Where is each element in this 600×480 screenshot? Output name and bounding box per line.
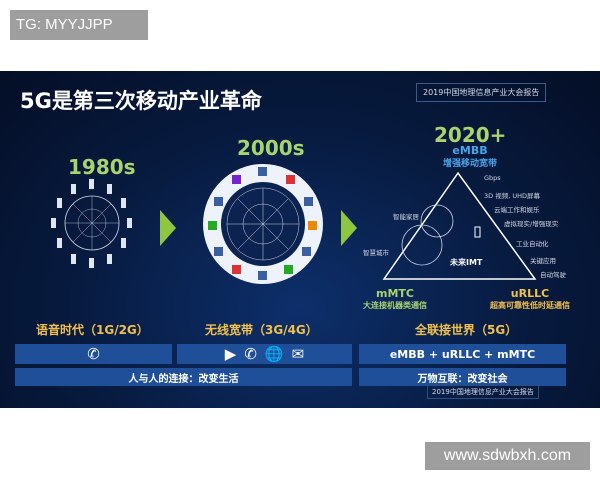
overlay-label: TG: MYYJJPP	[10, 10, 148, 40]
urllc-label: uRLLC	[510, 287, 550, 300]
bottom-right-bar: 万物互联：改变社会	[359, 368, 566, 386]
embb-label: eMBB	[452, 144, 488, 157]
label-critical: 关键应用	[530, 257, 556, 265]
slide: 5G是第三次移动产业革命 2019中国地理信息产业大会报告 1980s 2000…	[0, 71, 600, 408]
mmtc-desc: 大连接机器类通信	[363, 301, 427, 310]
generation-5g: 全联接世界（5G）	[415, 323, 518, 337]
apps-circle-graphic	[203, 164, 323, 284]
label-industry: 工业自动化	[516, 240, 549, 248]
bottom-left-text: 人与人的连接：改变生活	[128, 373, 239, 385]
label-driving: 自动驾驶	[540, 271, 566, 279]
broadband-bar: ▶ ✆ 🌐 ✉	[177, 344, 352, 364]
era-2000s: 2000s	[237, 136, 305, 160]
phone-icon: ✆	[87, 345, 100, 363]
mmtc-label: mMTC	[376, 287, 414, 300]
watermark: www.sdwbxh.com	[425, 442, 590, 470]
era-1980s: 1980s	[68, 155, 136, 179]
generation-1g2g: 语音时代（1G/2G）	[36, 323, 149, 337]
generation-3g4g: 无线宽带（3G/4G）	[205, 323, 318, 337]
5g-bar: eMBB + uRLLC + mMTC	[359, 344, 566, 364]
triangle-graphic	[382, 171, 537, 280]
footer-source: 2019中国地理信息产业大会报告	[427, 385, 539, 399]
arrow-right-icon	[341, 210, 357, 246]
phone-icon: ✆	[244, 345, 257, 363]
bottom-right-text: 万物互联：改变社会	[417, 373, 508, 385]
voice-bar: ✆	[15, 344, 172, 364]
label-video: 3D 视频, UHD屏幕	[484, 192, 540, 200]
phones-circle-graphic	[51, 179, 132, 268]
label-gbps: Gbps	[484, 174, 501, 182]
mail-icon: ✉	[291, 345, 305, 363]
label-city: 智慧城市	[363, 249, 389, 257]
play-icon: ▶	[224, 345, 237, 363]
5g-bar-text: eMBB + uRLLC + mMTC	[389, 347, 536, 361]
label-home: 智能家居	[393, 213, 419, 221]
arrow-right-icon	[160, 210, 176, 246]
urllc-desc: 超高可靠性低时延通信	[490, 301, 570, 310]
slide-title: 5G是第三次移动产业革命	[20, 89, 262, 113]
embb-desc: 增强移动宽带	[442, 159, 497, 169]
label-vr: 虚拟现实/增强现实	[504, 220, 559, 228]
bottom-left-bar: 人与人的连接：改变生活	[15, 368, 352, 386]
source-badge: 2019中国地理信息产业大会报告	[416, 83, 547, 102]
label-cloud: 云端工作和娱乐	[494, 206, 540, 214]
era-2020: 2020+	[434, 123, 507, 147]
globe-search-icon: 🌐	[264, 345, 284, 363]
label-center: 未来IMT	[450, 258, 483, 267]
